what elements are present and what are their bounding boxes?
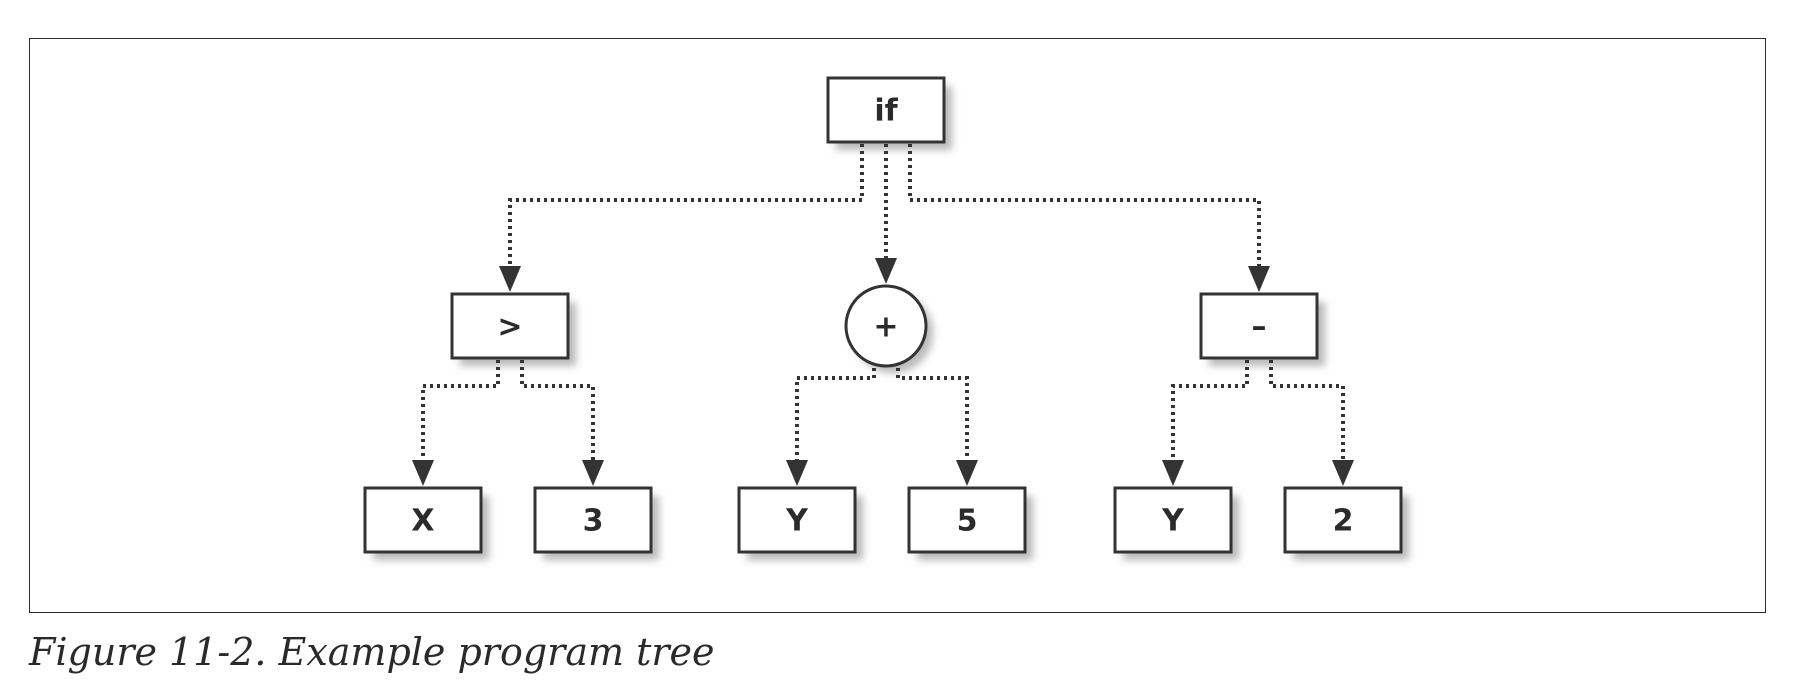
- node-two: 2: [1283, 486, 1403, 554]
- edge-minus-to-y2: [1171, 360, 1249, 464]
- node-minus-label: –: [1252, 310, 1267, 345]
- edge-plus-to-five: [896, 368, 969, 464]
- node-two-label: 2: [1333, 504, 1354, 539]
- node-three-label: 3: [583, 504, 604, 539]
- node-gt: >: [450, 292, 570, 360]
- node-x: X: [363, 486, 483, 554]
- node-plus-circle: [844, 284, 928, 368]
- node-if-label: if: [874, 94, 898, 129]
- node-minus-box: [1199, 292, 1319, 360]
- node-three-box: [533, 486, 653, 554]
- arrowhead-minus-to-y2: [1162, 460, 1184, 486]
- figure-frame: if > + – X 3 Y 5 Y 2: [29, 38, 1766, 613]
- program-tree-diagram: if > + – X 3 Y 5 Y 2: [363, 76, 1409, 560]
- edge-if-to-minus: [908, 144, 1261, 270]
- node-x-label: X: [411, 504, 434, 539]
- figure-caption: Figure 11-2. Example program tree: [29, 630, 715, 674]
- edge-gt-to-three: [520, 360, 595, 464]
- edge-minus-to-two: [1269, 360, 1345, 464]
- arrowhead-plus-to-five: [956, 460, 978, 486]
- node-gt-box: [450, 292, 570, 360]
- node-y2-label: Y: [1161, 504, 1185, 539]
- node-five-box: [907, 486, 1027, 554]
- arrowhead-minus-to-two: [1332, 460, 1354, 486]
- arrowhead-if-to-gt: [499, 266, 521, 292]
- node-plus: +: [844, 284, 928, 368]
- arrowhead-plus-to-y1: [786, 460, 808, 486]
- node-y1: Y: [737, 486, 857, 554]
- edge-plus-to-y1: [795, 368, 876, 464]
- node-plus-label: +: [873, 310, 898, 345]
- node-y2-box: [1113, 486, 1233, 554]
- arrowhead-gt-to-x: [412, 460, 434, 486]
- edge-if-to-gt: [508, 144, 864, 270]
- node-y1-box: [737, 486, 857, 554]
- node-two-box: [1283, 486, 1403, 554]
- node-three: 3: [533, 486, 653, 554]
- arrowhead-if-to-minus: [1248, 266, 1270, 292]
- arrowhead-gt-to-three: [582, 460, 604, 486]
- edge-gt-to-x: [421, 360, 500, 464]
- node-five: 5: [907, 486, 1027, 554]
- node-y2: Y: [1113, 486, 1233, 554]
- node-x-box: [363, 486, 483, 554]
- arrowhead-if-to-plus: [875, 258, 897, 284]
- node-y1-label: Y: [785, 504, 809, 539]
- node-minus: –: [1199, 292, 1319, 360]
- node-if: if: [826, 76, 946, 144]
- node-if-box: [826, 76, 946, 144]
- node-five-label: 5: [957, 504, 978, 539]
- node-gt-label: >: [497, 310, 522, 345]
